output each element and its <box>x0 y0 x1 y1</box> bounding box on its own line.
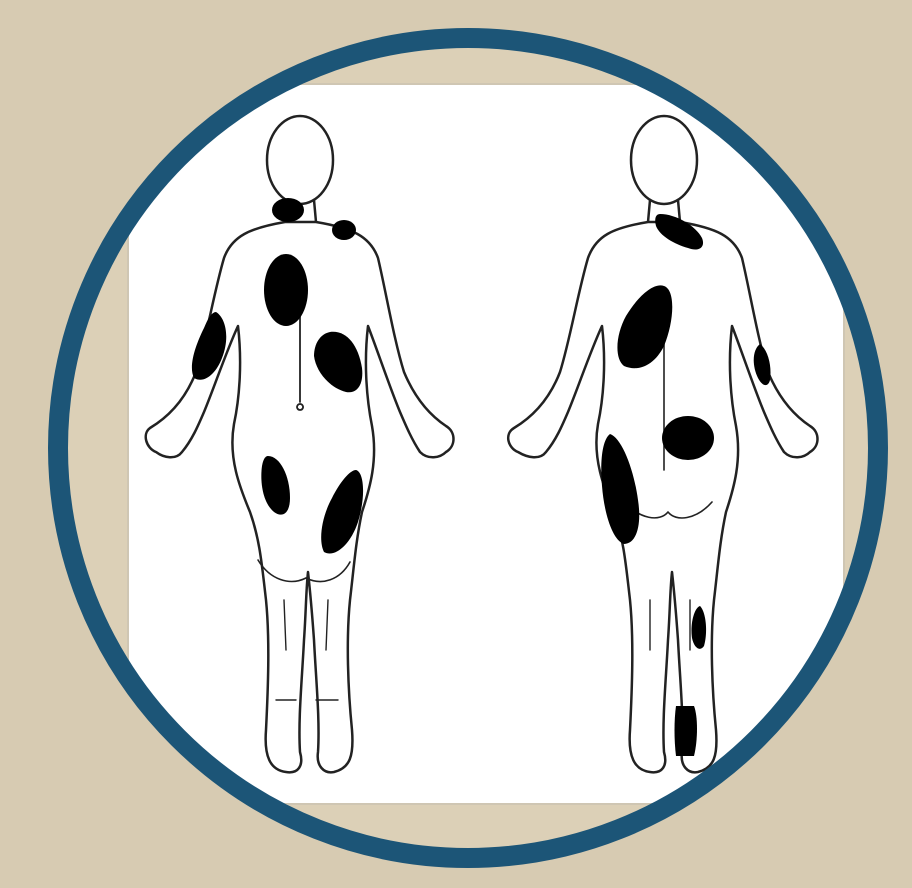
marking-chest <box>264 254 308 326</box>
marking-lower-back <box>662 416 714 460</box>
head-outline <box>631 116 697 204</box>
marking-ankle <box>675 706 698 756</box>
head-outline <box>267 116 333 204</box>
marking-neck <box>272 198 304 222</box>
marking-shoulder <box>332 220 356 240</box>
